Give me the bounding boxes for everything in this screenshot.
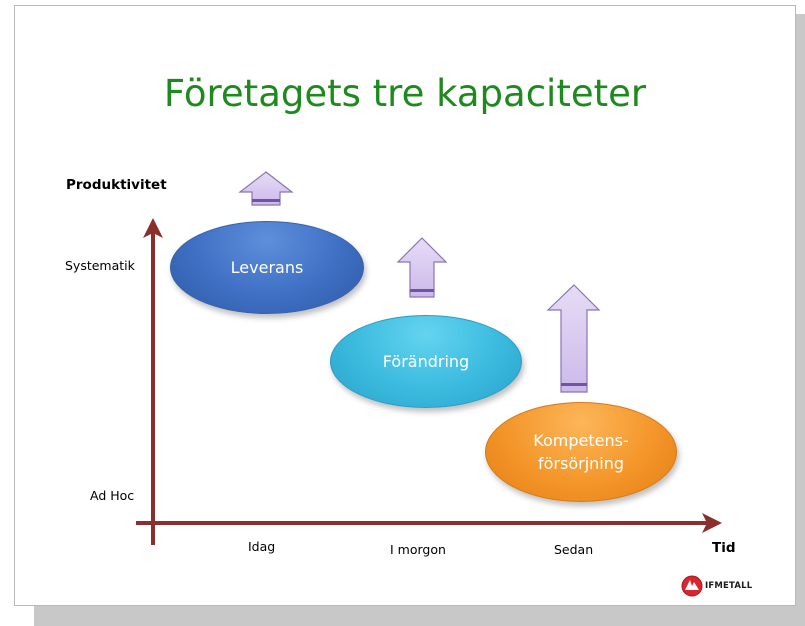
node-leverans: Leverans	[170, 221, 364, 314]
node-kompetensforsorjning: Kompetens- försörjning	[485, 402, 677, 502]
x-axis	[136, 513, 722, 533]
ifmetall-logo-text: IFMETALL	[705, 581, 753, 591]
node-forandring: Förändring	[330, 315, 522, 408]
ifmetall-logo-icon	[681, 575, 703, 597]
node-kompetens-label-line1: Kompetens-	[533, 431, 629, 450]
y-axis-arrowhead	[143, 218, 163, 238]
node-kompetens-label-line2: försörjning	[537, 454, 625, 473]
page-title: Företagets tre kapaciteter	[163, 72, 647, 115]
node-forandring-label: Förändring	[382, 352, 470, 371]
y-axis	[143, 218, 163, 545]
slide-shadow-bottom	[34, 604, 805, 626]
y-axis-label: Produktivitet	[66, 177, 167, 193]
slide	[14, 5, 796, 606]
node-leverans-label: Leverans	[230, 258, 304, 277]
x-axis-label: Tid	[712, 540, 736, 556]
ifmetall-logo: IFMETALL	[681, 575, 752, 597]
up-arrow-3	[546, 284, 601, 393]
up-arrow-2	[396, 237, 448, 298]
x-axis-arrowhead	[702, 513, 722, 533]
y-level-systematik: Systematik	[65, 258, 135, 273]
up-arrow-1	[238, 171, 294, 206]
x-level-imorgon: I morgon	[390, 542, 446, 557]
x-level-sedan: Sedan	[554, 542, 594, 557]
y-level-adhoc: Ad Hoc	[90, 488, 135, 503]
slide-shadow-right	[796, 14, 805, 626]
x-level-idag: Idag	[248, 539, 276, 554]
